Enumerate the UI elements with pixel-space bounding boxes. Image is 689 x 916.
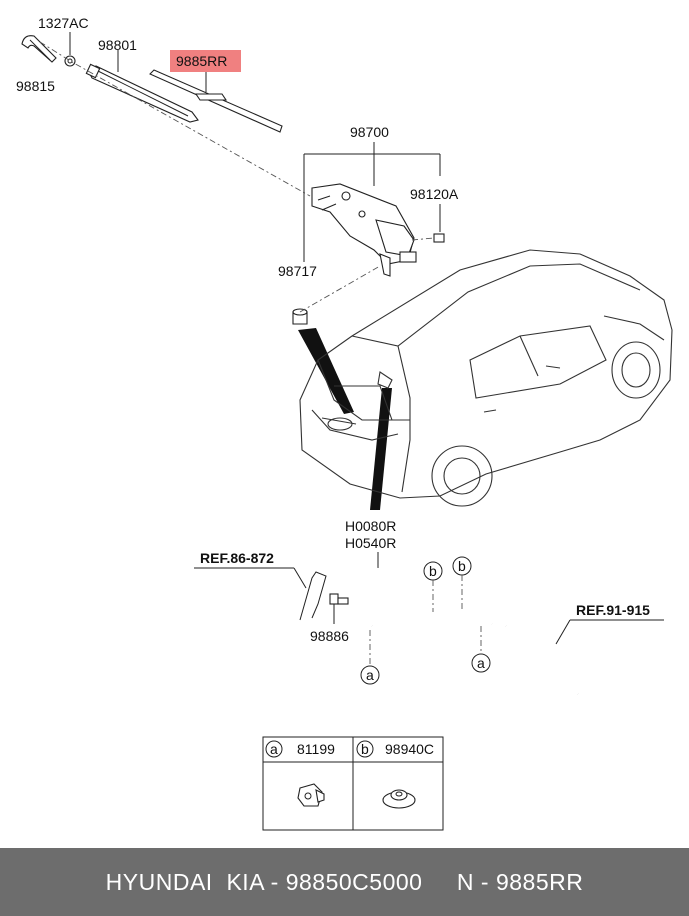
label-9885rr: 9885RR bbox=[176, 53, 227, 69]
legend-b-part: 98940C bbox=[385, 741, 434, 757]
callout-a-1: a bbox=[360, 630, 380, 685]
svg-text:a: a bbox=[366, 667, 374, 683]
grommet-98120a bbox=[411, 233, 445, 243]
pointer-arrow-motor bbox=[298, 328, 354, 414]
wiper-blade-9885rr bbox=[149, 69, 283, 133]
svg-text:b: b bbox=[458, 558, 466, 574]
ref-86-872: REF.86-872 bbox=[200, 550, 274, 566]
wiper-motor-98700 bbox=[311, 183, 417, 277]
legend-b-key: b bbox=[361, 741, 369, 757]
svg-text:b: b bbox=[429, 563, 437, 579]
label-98717: 98717 bbox=[278, 263, 317, 279]
label-h0080r: H0080R bbox=[345, 518, 396, 534]
wiper-arm-98801 bbox=[85, 50, 199, 123]
label-98801: 98801 bbox=[98, 37, 137, 53]
label-98815: 98815 bbox=[16, 78, 55, 94]
label-98700: 98700 bbox=[350, 124, 389, 140]
grommet-98717 bbox=[292, 308, 308, 325]
cap-98815 bbox=[21, 35, 57, 63]
footer-text: HYUNDAI KIA - 98850C5000 N - 9885RR bbox=[105, 868, 584, 895]
label-1327ac: 1327AC bbox=[38, 15, 89, 31]
highlight-9885rr bbox=[170, 50, 241, 72]
legend-a-key: a bbox=[270, 741, 278, 757]
connector-98886 bbox=[329, 593, 349, 624]
footer-bar: HYUNDAI KIA - 98850C5000 N - 9885RR bbox=[0, 848, 689, 916]
label-98120a: 98120A bbox=[410, 186, 459, 202]
callout-b-2: b bbox=[452, 556, 472, 610]
svg-text:a: a bbox=[477, 655, 485, 671]
vehicle-illustration bbox=[299, 249, 673, 507]
assembly-line-2 bbox=[299, 265, 381, 313]
legend-a-part: 81199 bbox=[297, 741, 335, 757]
label-98886: 98886 bbox=[310, 628, 349, 644]
grommet-98940c-illustration bbox=[382, 789, 416, 809]
clip-81199-illustration bbox=[297, 783, 325, 807]
callout-b-1: b bbox=[423, 561, 443, 612]
bracket-98700 bbox=[303, 142, 441, 262]
parts-diagram: 98815 1327AC 98801 9885RR 98700 98120A 9… bbox=[16, 15, 673, 831]
legend-table: a 81199 b 98940C bbox=[262, 736, 444, 831]
washer-hose bbox=[299, 566, 579, 695]
pointer-arrow-hose bbox=[370, 388, 392, 510]
label-h0540r: H0540R bbox=[345, 535, 396, 551]
nut-1327ac bbox=[64, 32, 76, 67]
ref-91-915: REF.91-915 bbox=[576, 602, 650, 618]
assembly-line-1 bbox=[39, 41, 311, 197]
callout-a-2: a bbox=[471, 626, 491, 673]
